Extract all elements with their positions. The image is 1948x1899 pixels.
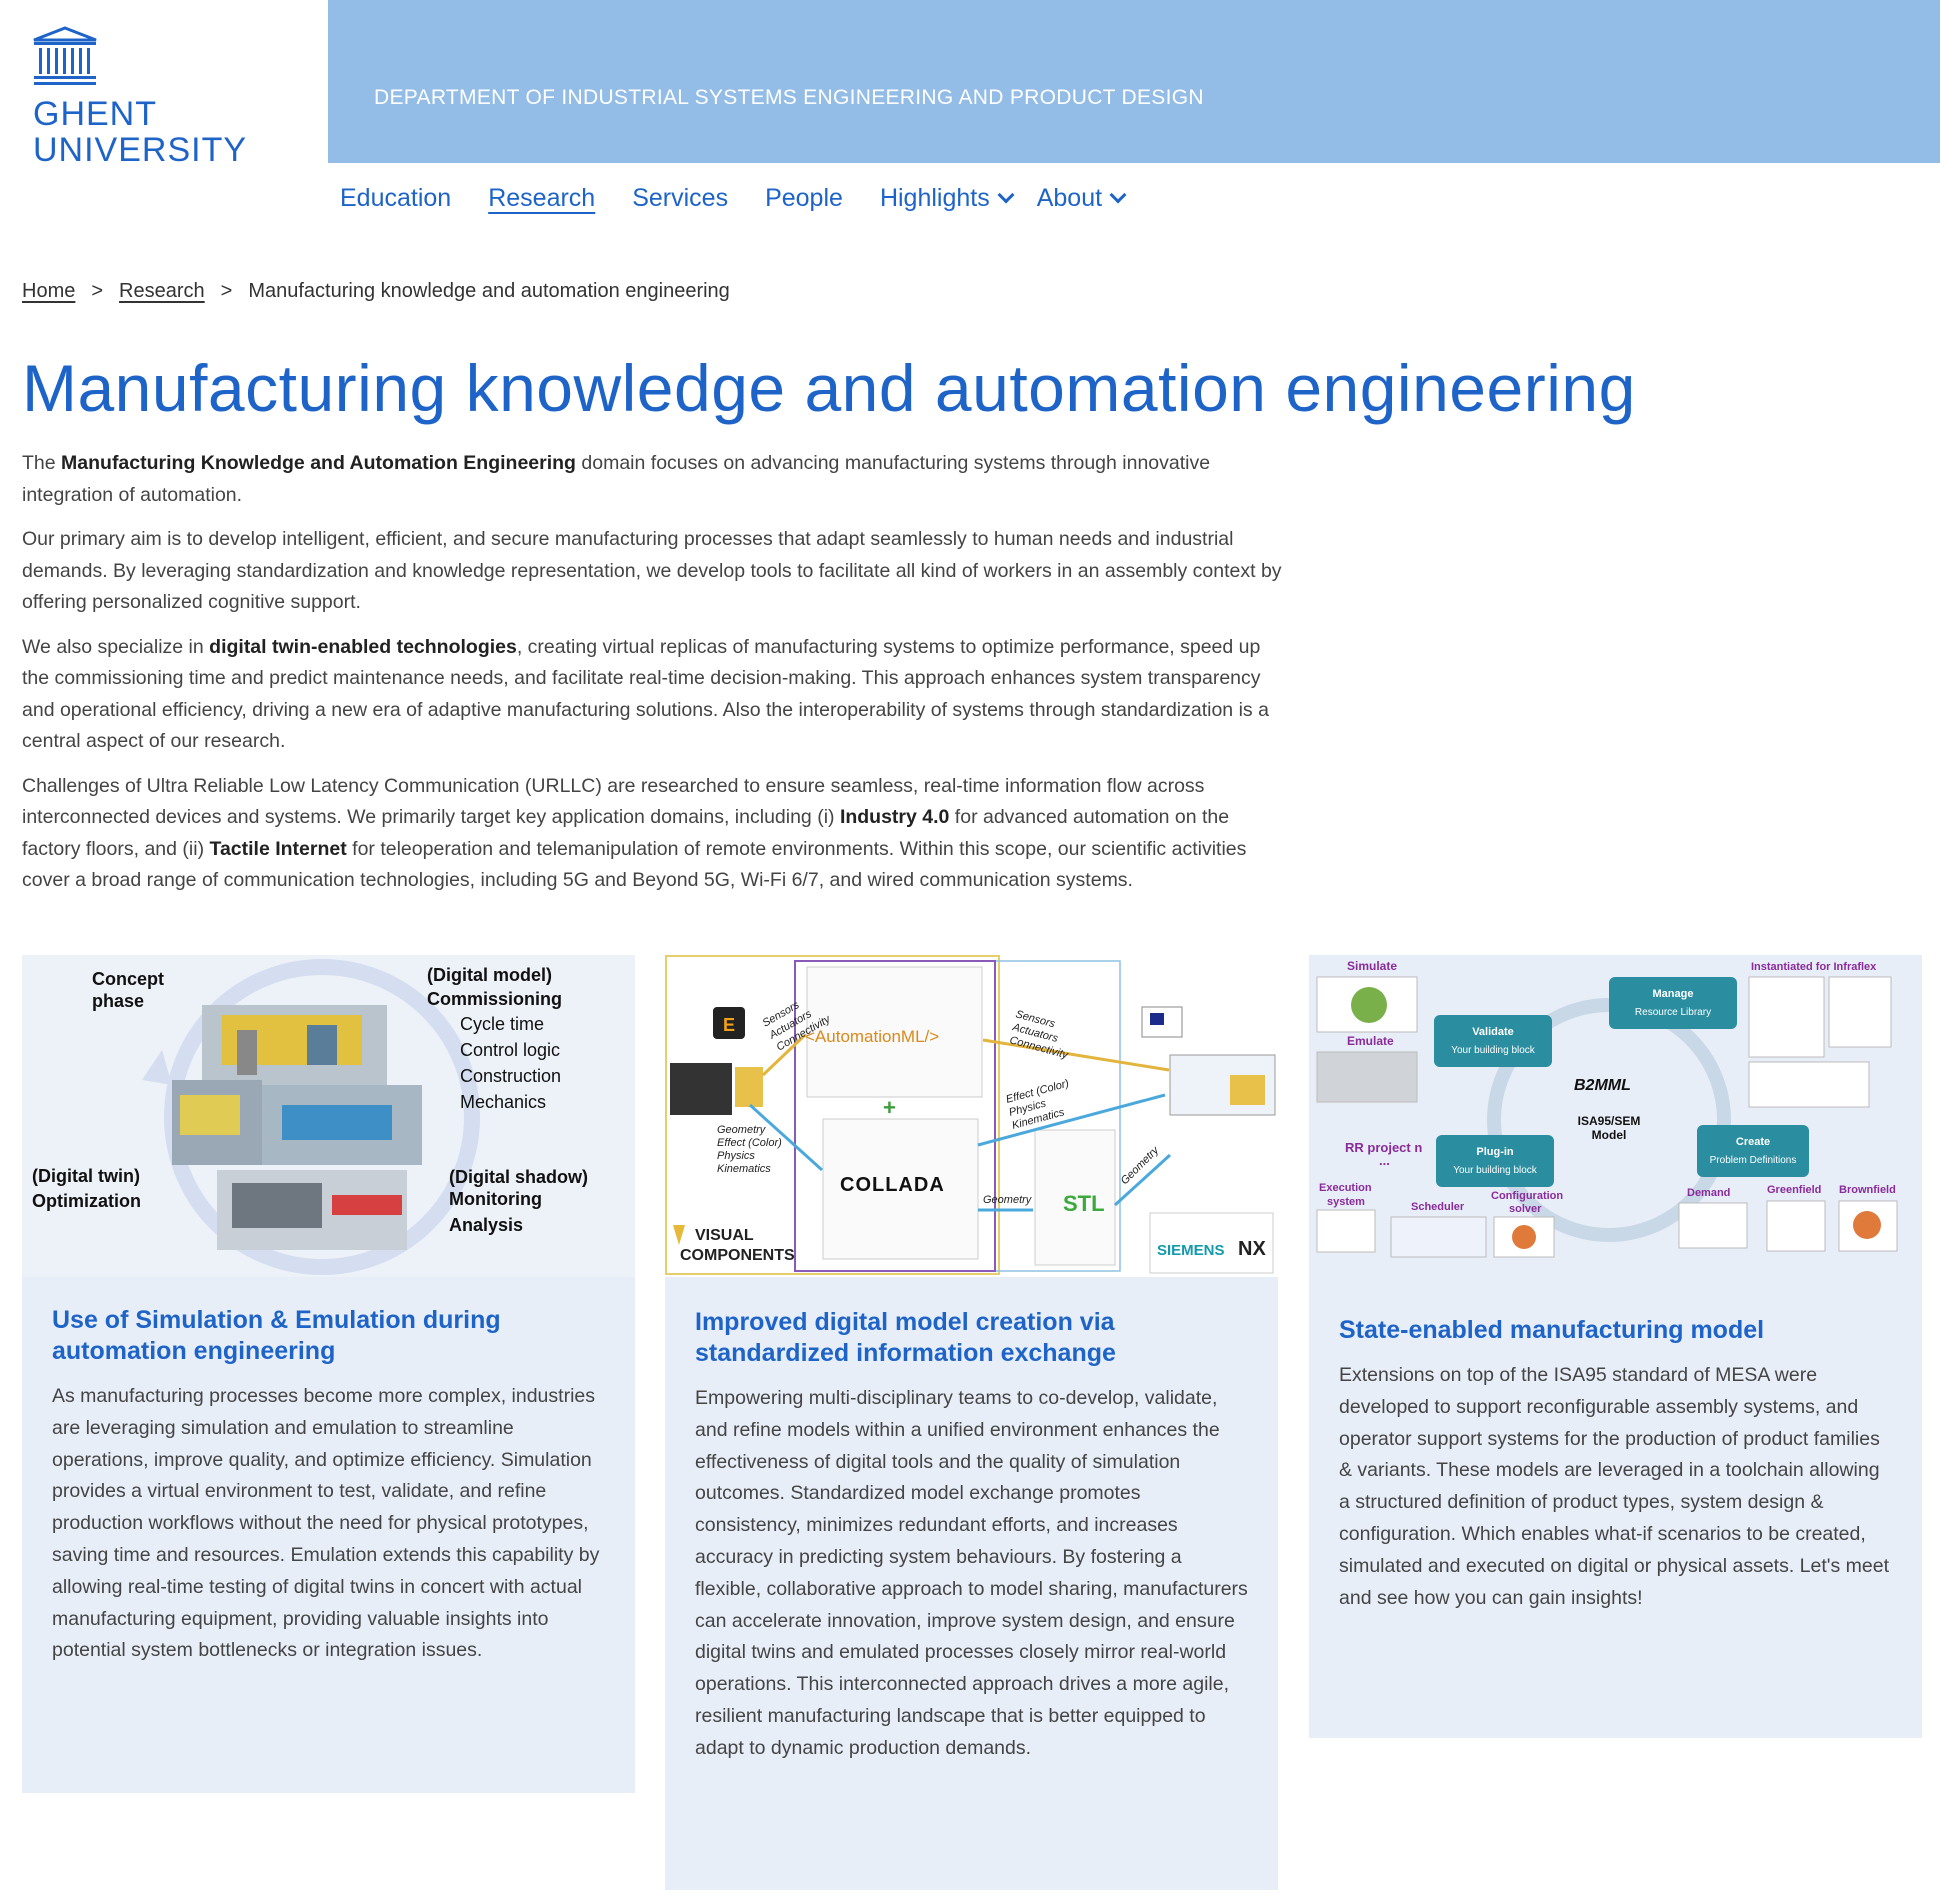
plus-sign: +	[883, 1095, 896, 1120]
label-execution: system	[1327, 1196, 1365, 1208]
label-physics: Physics	[717, 1150, 755, 1162]
breadcrumb: Home > Research > Manufacturing knowledg…	[22, 280, 730, 303]
card-title[interactable]: Use of Simulation & Emulation during aut…	[52, 1306, 501, 1365]
figure-label-twin: Optimization	[32, 1191, 141, 1211]
figure-label-shadow: Monitoring	[449, 1189, 542, 1209]
chevron-down-icon	[997, 186, 1015, 203]
b2mml-logo: B2MML	[1574, 1077, 1631, 1094]
automationml-logo: <AutomationML/>	[805, 1027, 939, 1046]
nx-logo: NX	[1238, 1238, 1266, 1260]
label-execution: Execution	[1319, 1182, 1372, 1194]
main-navigation: Education Research Services People Highl…	[340, 184, 1161, 213]
label-rr-project: RR project n	[1345, 1140, 1422, 1155]
intro-paragraph-2: Our primary aim is to develop intelligen…	[22, 528, 1282, 613]
chevron-down-icon	[1109, 186, 1127, 203]
label-geometry: Geometry	[717, 1124, 767, 1136]
card-text: Extensions on top of the ISA95 standard …	[1339, 1364, 1890, 1609]
label-dots: ...	[1379, 1153, 1390, 1168]
figure-label-twin: (Digital twin)	[32, 1166, 140, 1186]
label-config: solver	[1509, 1203, 1542, 1215]
intro-paragraph-3: We also specialize in digital twin-enabl…	[22, 635, 1269, 753]
label-simulate: Simulate	[1347, 959, 1397, 973]
card-title[interactable]: Improved digital model creation via stan…	[695, 1308, 1116, 1367]
card-figure-digital-twin-lifecycle: Concept phase (Digital model) Commission…	[22, 955, 635, 1277]
card-figure-state-model: Simulate Emulate Instantiated for Infraf…	[1309, 955, 1922, 1277]
nav-highlights[interactable]: Highlights	[880, 184, 1015, 213]
page-title: Manufacturing knowledge and automation e…	[22, 351, 1636, 425]
plugin-box-subtitle: Your building block	[1453, 1165, 1538, 1176]
department-name[interactable]: DEPARTMENT OF INDUSTRIAL SYSTEMS ENGINEE…	[374, 86, 1204, 109]
svg-text:E: E	[723, 1015, 735, 1035]
logo-line-1: GHENT	[33, 95, 157, 133]
logo-wordmark: GHENT UNIVERSITY	[33, 96, 247, 168]
nav-research[interactable]: Research	[488, 184, 596, 212]
figure-label-item: Construction	[460, 1066, 561, 1086]
create-box-title: Create	[1736, 1136, 1770, 1148]
label-model: ISA95/SEM	[1578, 1114, 1641, 1128]
visual-components-logo: COMPONENTS	[680, 1247, 795, 1264]
figure-label-commissioning: Commissioning	[427, 989, 562, 1009]
figure-label-concept: phase	[92, 991, 144, 1011]
card-body: Improved digital model creation via stan…	[665, 1277, 1278, 1795]
card-body: State-enabled manufacturing model Extens…	[1309, 1277, 1922, 1644]
manage-box-subtitle: Resource Library	[1635, 1007, 1711, 1018]
intro-text: The Manufacturing Knowledge and Automati…	[22, 448, 1282, 910]
card-body: Use of Simulation & Emulation during aut…	[22, 1277, 635, 1697]
siemens-logo: SIEMENS	[1157, 1242, 1225, 1259]
label-emulate: Emulate	[1347, 1034, 1394, 1048]
research-card-simulation[interactable]: Concept phase (Digital model) Commission…	[22, 955, 635, 1793]
research-card-model-exchange[interactable]: E <AutomationML/> + COLLADA STL Sensors …	[665, 955, 1278, 1890]
ghent-university-logo[interactable]: GHENT UNIVERSITY	[30, 26, 246, 176]
university-building-icon	[33, 26, 97, 85]
label-effect: Effect (Color)	[717, 1137, 782, 1149]
breadcrumb-separator: >	[91, 280, 104, 302]
nav-education[interactable]: Education	[340, 184, 452, 212]
validate-box-subtitle: Your building block	[1451, 1045, 1536, 1056]
intro-paragraph-1: The Manufacturing Knowledge and Automati…	[22, 452, 1211, 506]
figure-label-commissioning: (Digital model)	[427, 965, 552, 985]
create-box-subtitle: Problem Definitions	[1710, 1155, 1797, 1166]
nav-about[interactable]: About	[1037, 184, 1127, 213]
research-card-state-model[interactable]: Simulate Emulate Instantiated for Infraf…	[1309, 955, 1922, 1738]
intro-paragraph-4: Challenges of Ultra Reliable Low Latency…	[22, 774, 1247, 892]
figure-label-shadow: (Digital shadow)	[449, 1167, 588, 1187]
manage-box-title: Manage	[1653, 988, 1694, 1000]
label-instantiated: Instantiated for Infraflex	[1751, 961, 1877, 973]
breadcrumb-home[interactable]: Home	[22, 280, 76, 302]
label-scheduler: Scheduler	[1411, 1201, 1465, 1213]
stl-label: STL	[1063, 1191, 1105, 1216]
figure-label-item: Control logic	[460, 1040, 560, 1060]
label-geometry: Geometry	[983, 1194, 1033, 1206]
card-figure-model-exchange: E <AutomationML/> + COLLADA STL Sensors …	[665, 955, 1278, 1277]
validate-box-title: Validate	[1472, 1026, 1514, 1038]
breadcrumb-current: Manufacturing knowledge and automation e…	[248, 280, 730, 302]
plugin-box-title: Plug-in	[1476, 1146, 1514, 1158]
visual-components-logo: VISUAL	[695, 1227, 754, 1244]
breadcrumb-research[interactable]: Research	[119, 280, 205, 302]
collada-logo: COLLADA	[840, 1174, 945, 1196]
breadcrumb-separator: >	[220, 280, 233, 302]
nav-people[interactable]: People	[765, 184, 843, 212]
figure-label-item: Cycle time	[460, 1014, 544, 1034]
logo-line-2: UNIVERSITY	[33, 131, 248, 169]
figure-label-shadow: Analysis	[449, 1215, 523, 1235]
card-text: As manufacturing processes become more c…	[52, 1385, 600, 1662]
label-brownfield: Brownfield	[1839, 1184, 1896, 1196]
label-config: Configuration	[1491, 1190, 1563, 1202]
figure-label-concept: Concept	[92, 969, 164, 989]
nav-services[interactable]: Services	[632, 184, 729, 212]
card-text: Empowering multi-disciplinary teams to c…	[695, 1387, 1248, 1759]
figure-label-item: Mechanics	[460, 1092, 546, 1112]
label-model: Model	[1592, 1128, 1627, 1142]
label-demand: Demand	[1687, 1187, 1730, 1199]
card-title[interactable]: State-enabled manufacturing model	[1339, 1316, 1765, 1344]
department-banner: DEPARTMENT OF INDUSTRIAL SYSTEMS ENGINEE…	[328, 0, 1940, 163]
label-greenfield: Greenfield	[1767, 1184, 1821, 1196]
label-kinematics: Kinematics	[717, 1163, 771, 1175]
